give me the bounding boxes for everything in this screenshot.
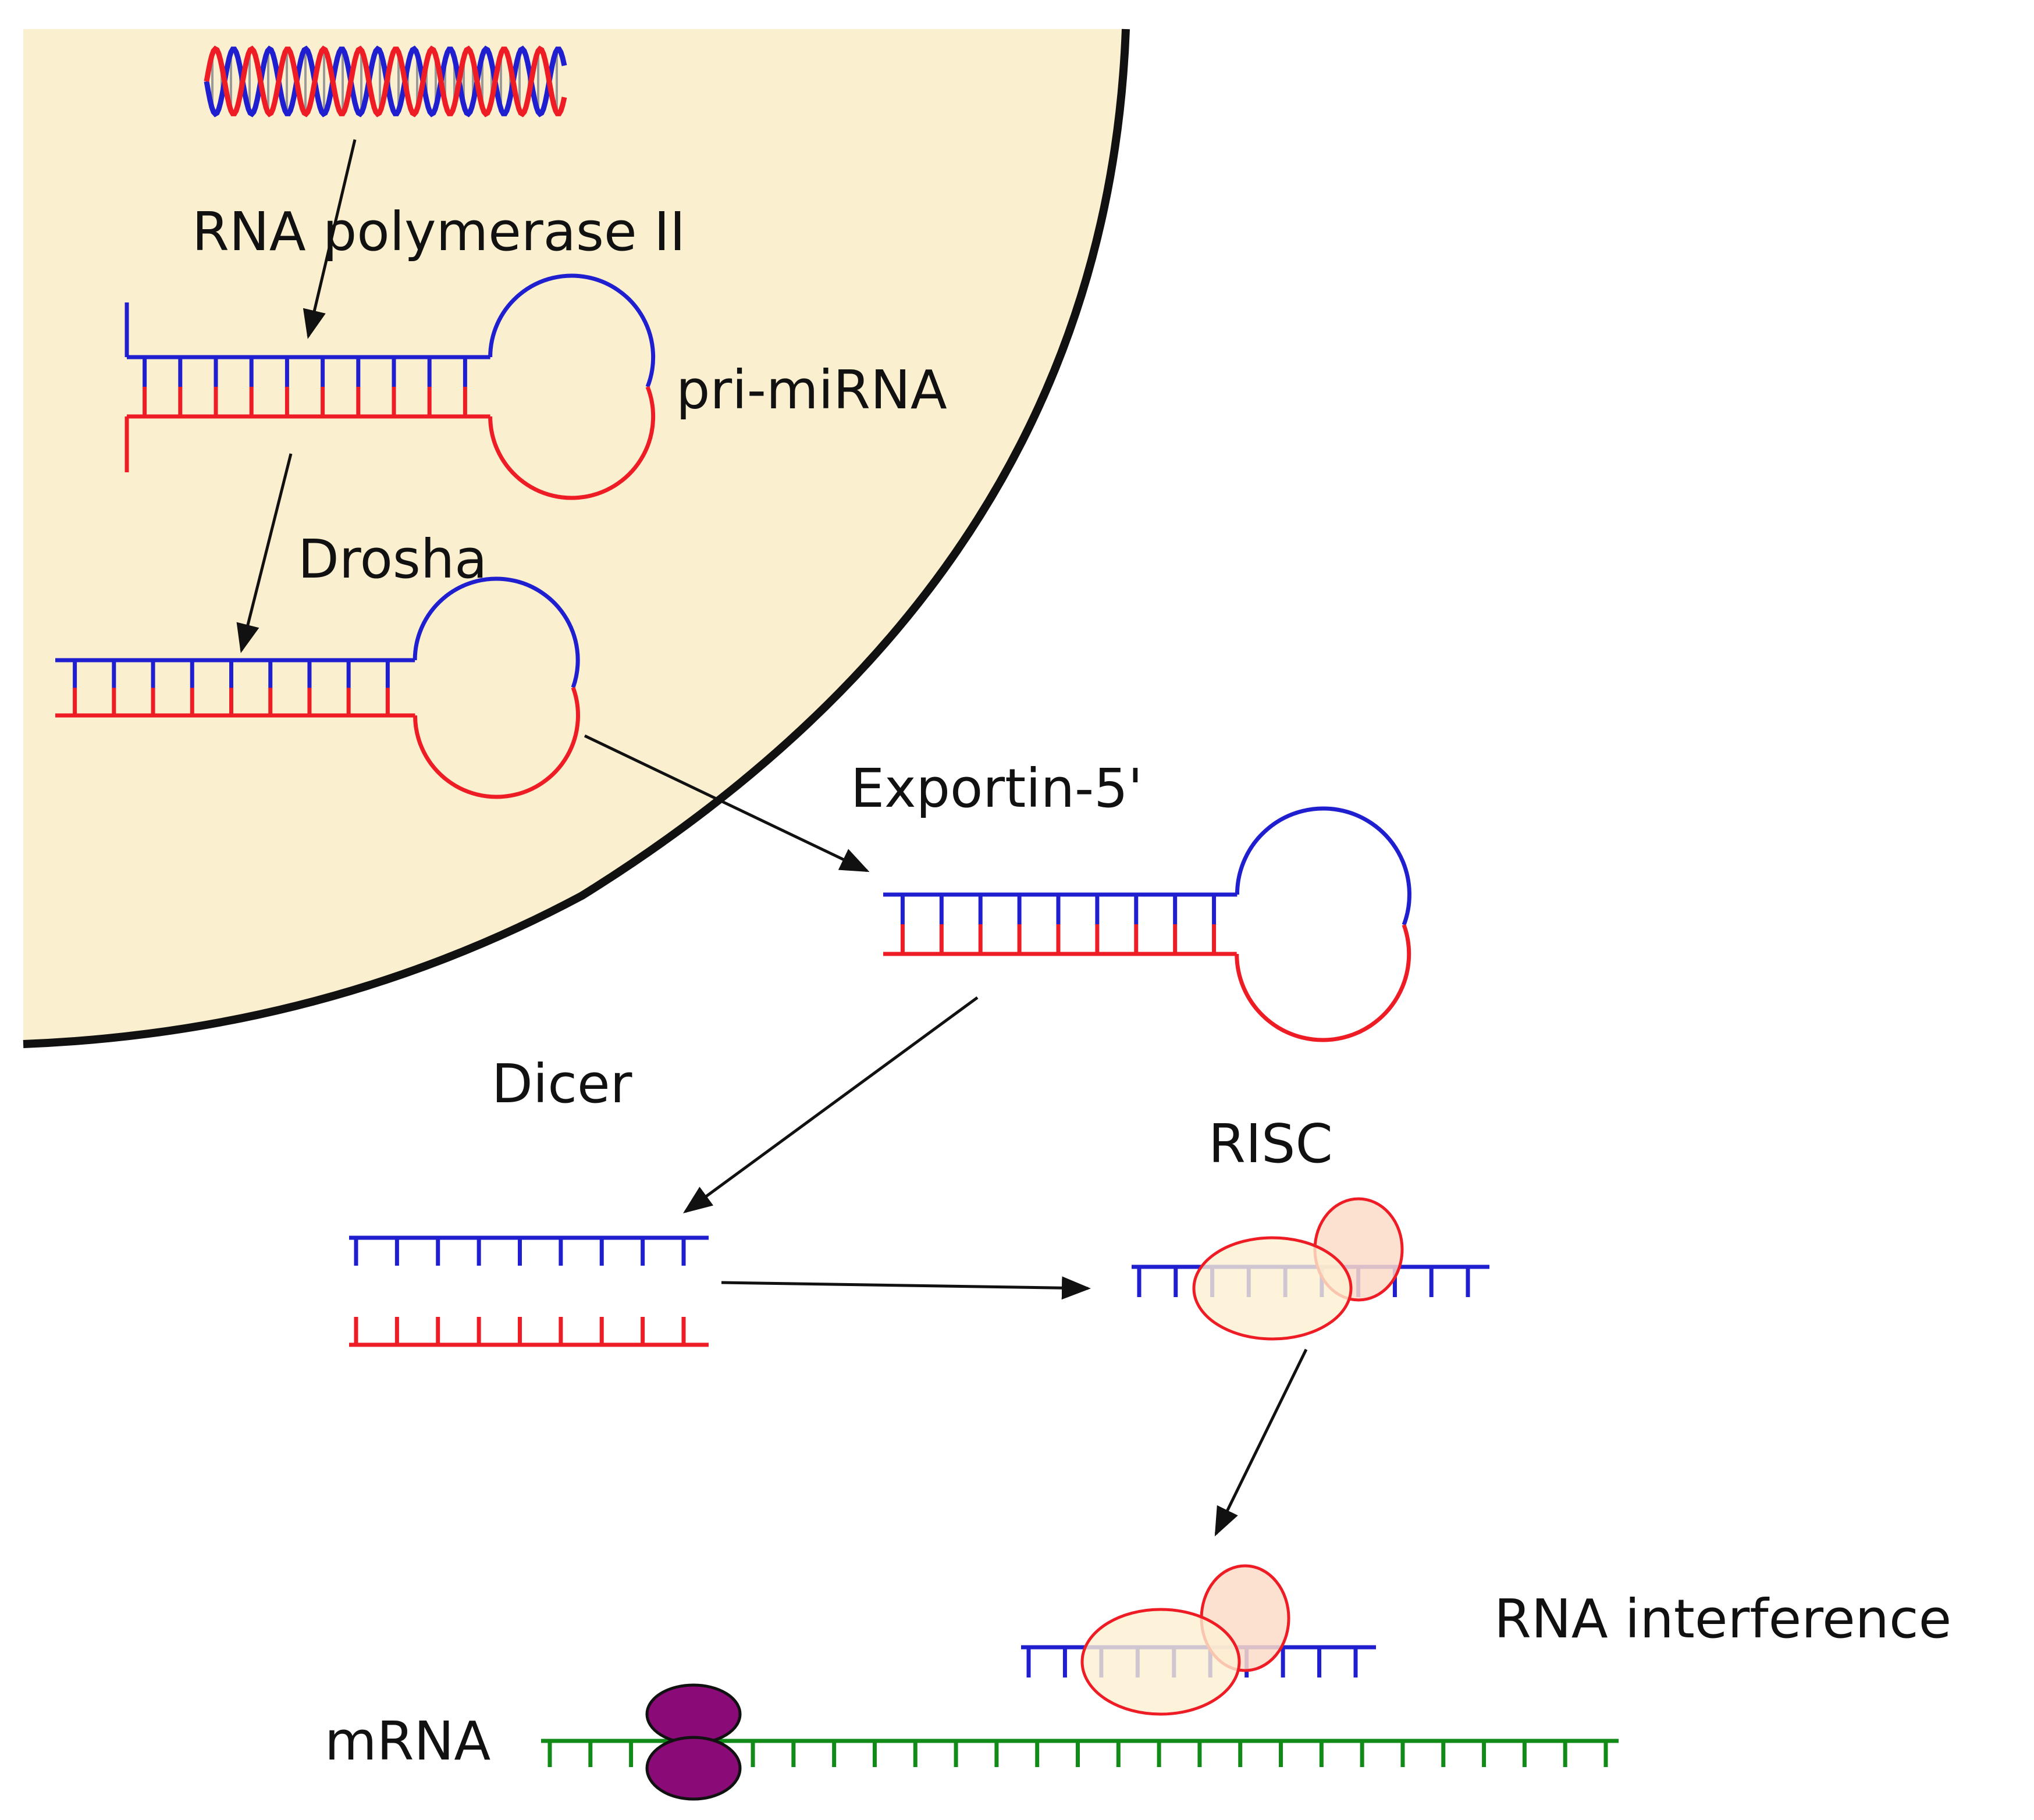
nucleus	[23, 29, 1126, 1044]
mrna-strand	[541, 1739, 1619, 1767]
label-exportin-5: Exportin-5'	[851, 757, 1143, 820]
dna-helix	[204, 45, 567, 117]
risc-complex	[1132, 1197, 1489, 1341]
label-dicer: Dicer	[492, 1053, 632, 1115]
label-mrna: mRNA	[325, 1710, 490, 1772]
label-rna-polymerase-ii: RNA polymerase II	[192, 201, 685, 263]
arrow-transcription	[303, 139, 357, 339]
pre-mirna-hairpin	[55, 576, 580, 799]
arrow-dicer	[682, 996, 979, 1213]
label-pri-mirna: pri-miRNA	[676, 359, 947, 421]
arrow-interference	[1214, 1348, 1308, 1537]
arrow-export	[584, 734, 870, 872]
arrow-risc-loading	[721, 1276, 1091, 1300]
exported-pre-mirna-hairpin	[883, 806, 1411, 1042]
pri-mirna-hairpin	[125, 273, 656, 500]
risc-on-mrna	[1021, 1564, 1376, 1716]
mirna-duplex	[349, 1235, 709, 1347]
label-drosha: Drosha	[298, 528, 488, 590]
label-rna-interference: RNA interference	[1494, 1588, 1951, 1650]
ribosome	[645, 1683, 742, 1801]
arrow-drosha	[236, 453, 293, 653]
nuclear-envelope	[23, 29, 1130, 1048]
label-risc: RISC	[1208, 1113, 1333, 1175]
